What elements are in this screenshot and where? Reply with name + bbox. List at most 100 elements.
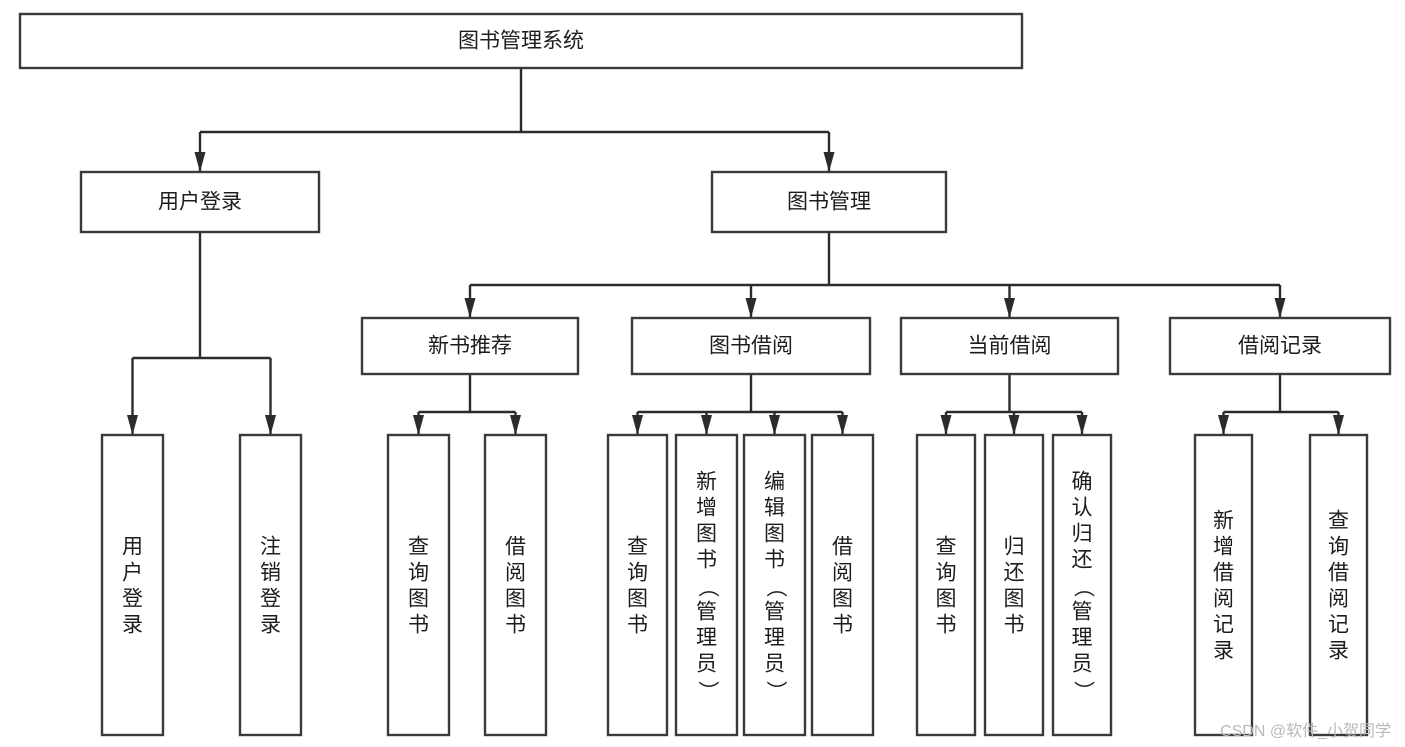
node-book-manage[interactable]: 图书管理 bbox=[710, 170, 948, 234]
edge-arrowhead bbox=[940, 415, 952, 435]
node-label: 用户登录 bbox=[158, 191, 242, 214]
node-label-char: 记 bbox=[1328, 614, 1349, 637]
node-label-char: 书 bbox=[1004, 614, 1025, 637]
node-label-char: 录 bbox=[122, 614, 143, 637]
node-borrow-record[interactable]: 借阅记录 bbox=[1168, 316, 1392, 376]
node-box bbox=[79, 170, 321, 234]
node-label-char: 查 bbox=[627, 536, 648, 559]
node-label-char: 还 bbox=[1004, 562, 1025, 585]
node-label-char: 图 bbox=[627, 588, 648, 611]
node-label-char: 图 bbox=[936, 588, 957, 611]
node-box bbox=[483, 433, 548, 737]
node-label-char: 管 bbox=[764, 601, 785, 624]
edge-arrowhead bbox=[1333, 415, 1344, 435]
watermark-text: CSDN @软件_小贺同学 bbox=[1220, 723, 1391, 740]
node-label-char: 录 bbox=[1328, 640, 1349, 663]
node-box bbox=[710, 170, 948, 234]
node-label-char: 还 bbox=[1072, 549, 1093, 572]
node-root[interactable]: 图书管理系统 bbox=[18, 12, 1024, 70]
node-box bbox=[360, 316, 580, 376]
node-current-borrow[interactable]: 当前借阅 bbox=[899, 316, 1120, 376]
node-box bbox=[915, 433, 977, 737]
node-label-char: 书 bbox=[696, 549, 717, 572]
node-label-char: ） bbox=[696, 681, 719, 702]
node-label-char: 员 bbox=[1072, 653, 1093, 676]
node-label: 当前借阅 bbox=[968, 335, 1052, 358]
node-label-char: 询 bbox=[408, 562, 429, 585]
node-label-char: 员 bbox=[696, 653, 717, 676]
node-label-char: （ bbox=[764, 577, 787, 598]
node-label: 图书管理 bbox=[787, 191, 871, 214]
node-label-char: 用 bbox=[122, 536, 143, 559]
node-label-char: 询 bbox=[1328, 536, 1349, 559]
edge-arrowhead bbox=[194, 152, 206, 172]
node-label-char: 增 bbox=[1213, 536, 1234, 559]
edge-arrowhead bbox=[745, 298, 757, 318]
node-label-char: 登 bbox=[122, 588, 143, 611]
edge-arrowhead bbox=[1004, 298, 1015, 318]
node-user-login[interactable]: 用户登录 bbox=[79, 170, 321, 234]
node-label-char: 书 bbox=[764, 549, 785, 572]
node-leaf-user-login[interactable]: 用户登录 bbox=[100, 433, 165, 737]
edge-arrowhead bbox=[1076, 415, 1088, 435]
node-label-char: 注 bbox=[260, 536, 281, 559]
node-box bbox=[1308, 433, 1369, 737]
edge-arrowhead bbox=[823, 152, 835, 172]
node-label-char: 查 bbox=[936, 536, 957, 559]
node-book-borrow[interactable]: 图书借阅 bbox=[630, 316, 872, 376]
node-label-char: 查 bbox=[408, 536, 429, 559]
node-label-char: 询 bbox=[936, 562, 957, 585]
node-label: 图书管理系统 bbox=[458, 30, 584, 53]
node-label-char: 图 bbox=[505, 588, 526, 611]
node-label-char: 录 bbox=[1213, 640, 1234, 663]
edge-arrowhead bbox=[701, 415, 712, 435]
node-label-char: 图 bbox=[764, 523, 785, 546]
node-label-char: 阅 bbox=[1328, 588, 1349, 611]
node-label-char: 理 bbox=[764, 627, 785, 650]
node-label-char: 确 bbox=[1072, 471, 1093, 494]
node-label-char: 记 bbox=[1213, 614, 1234, 637]
node-label-char: 图 bbox=[832, 588, 853, 611]
edge-arrowhead bbox=[464, 298, 476, 318]
node-box bbox=[630, 316, 872, 376]
node-label-char: 户 bbox=[122, 562, 143, 585]
edge-arrowhead bbox=[265, 415, 276, 435]
node-label-char: 图 bbox=[1004, 588, 1025, 611]
edge-arrowhead bbox=[413, 415, 424, 435]
node-box bbox=[100, 433, 165, 737]
node-box bbox=[606, 433, 669, 737]
node-label-char: 归 bbox=[1072, 523, 1093, 546]
node-label-char: 管 bbox=[1072, 601, 1093, 624]
edge-arrowhead bbox=[127, 415, 138, 435]
node-box bbox=[810, 433, 875, 737]
node-label-char: 管 bbox=[696, 601, 717, 624]
node-new-book-rec[interactable]: 新书推荐 bbox=[360, 316, 580, 376]
node-box bbox=[742, 433, 807, 737]
node-label-char: 书 bbox=[505, 614, 526, 637]
node-label-char: 图 bbox=[408, 588, 429, 611]
node-label-char: （ bbox=[696, 577, 719, 598]
node-label-char: 员 bbox=[764, 653, 785, 676]
node-label-char: ） bbox=[1071, 681, 1094, 702]
node-label-char: 认 bbox=[1072, 497, 1093, 520]
node-label-char: 辑 bbox=[764, 497, 785, 520]
node-label-char: 图 bbox=[696, 523, 717, 546]
node-box bbox=[238, 433, 303, 737]
node-label-char: 登 bbox=[260, 588, 281, 611]
node-label-char: 书 bbox=[936, 614, 957, 637]
node-label-char: 理 bbox=[1072, 627, 1093, 650]
node-box bbox=[1168, 316, 1392, 376]
